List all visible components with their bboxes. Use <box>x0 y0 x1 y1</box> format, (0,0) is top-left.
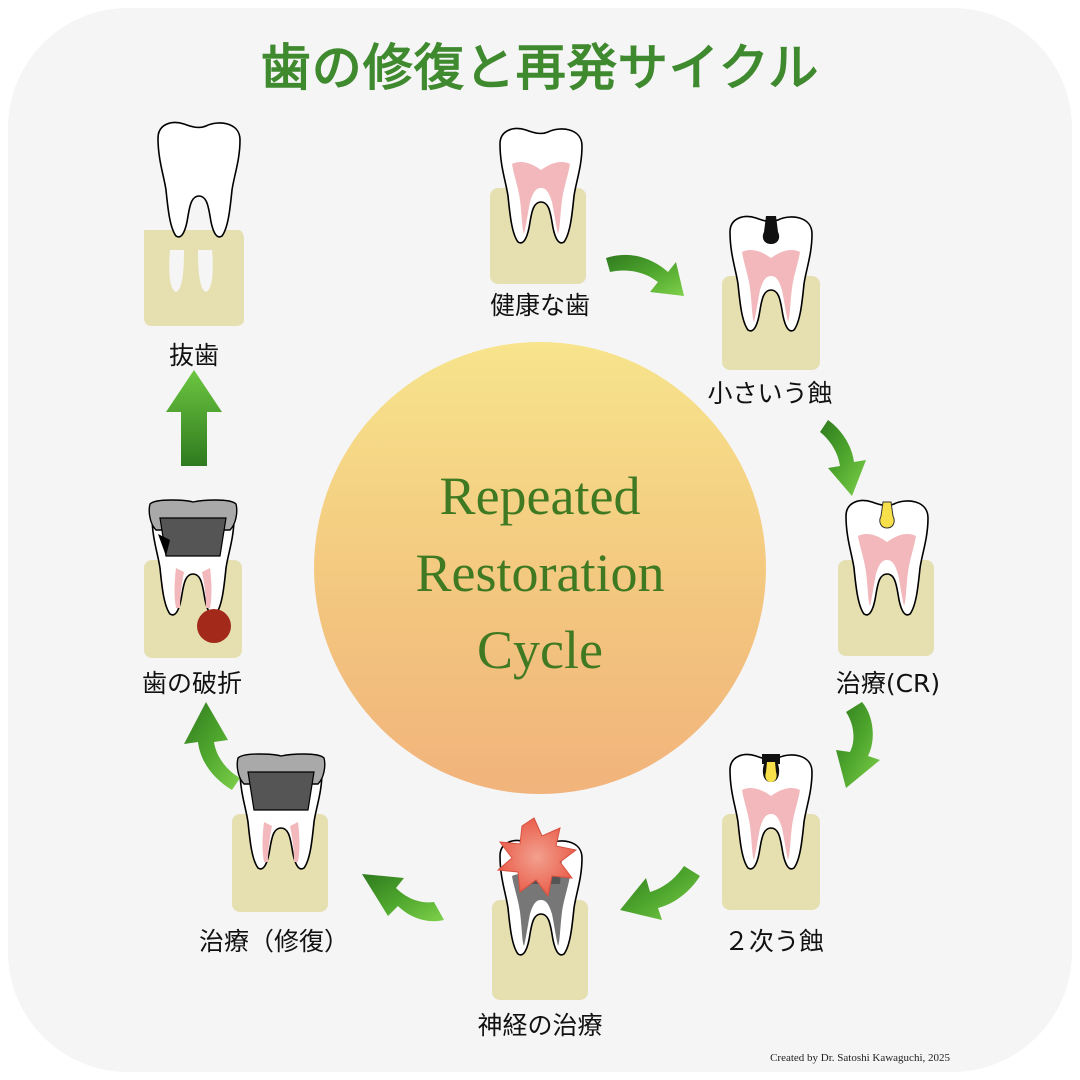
arrow-healthy-to-small-caries <box>606 254 684 296</box>
arrow-nerve-to-restoration <box>362 874 444 922</box>
credit-text: Created by Dr. Satoshi Kawaguchi, 2025 <box>770 1052 950 1064</box>
tooth-treatment-cr-illustration <box>838 499 934 656</box>
arrow-small-caries-to-cr <box>820 420 866 496</box>
center-line-1: Repeated <box>439 466 641 526</box>
tooth-secondary-caries-illustration <box>722 753 820 910</box>
arrow-fracture-to-extraction <box>166 370 222 466</box>
stage-label-secondary-caries: ２次う蝕 <box>723 927 825 956</box>
tooth-restoration-illustration <box>232 753 328 912</box>
tooth-healthy-illustration <box>490 127 586 284</box>
stage-label-restoration: 治療（修復） <box>198 927 350 956</box>
cycle-center-text: Repeated Restoration Cycle <box>314 458 766 689</box>
stage-label-treatment-cr: 治療(CR) <box>835 669 941 698</box>
center-line-3: Cycle <box>477 620 603 680</box>
tooth-nerve-treatment-illustration <box>492 817 588 1000</box>
tooth-extraction-illustration <box>144 121 244 326</box>
tooth-small-caries-illustration <box>722 215 820 370</box>
arrow-cr-to-secondary-caries <box>836 702 880 788</box>
stage-label-healthy: 健康な歯 <box>489 291 591 320</box>
center-line-2: Restoration <box>415 543 665 603</box>
infection-spot-icon <box>197 609 231 643</box>
stage-label-nerve-treatment: 神経の治療 <box>477 1011 603 1040</box>
arrow-secondary-caries-to-nerve <box>620 866 700 920</box>
arrow-restoration-to-fracture <box>184 702 240 790</box>
cycle-center-circle <box>314 342 766 794</box>
tooth-fracture-illustration <box>144 499 242 658</box>
stage-label-fracture: 歯の破折 <box>141 669 243 698</box>
stage-label-extraction: 抜歯 <box>168 341 220 370</box>
page-title: 歯の修復と再発サイクル <box>260 39 820 97</box>
stage-label-small-caries: 小さいう蝕 <box>707 379 833 408</box>
pain-burst-icon <box>496 817 578 898</box>
